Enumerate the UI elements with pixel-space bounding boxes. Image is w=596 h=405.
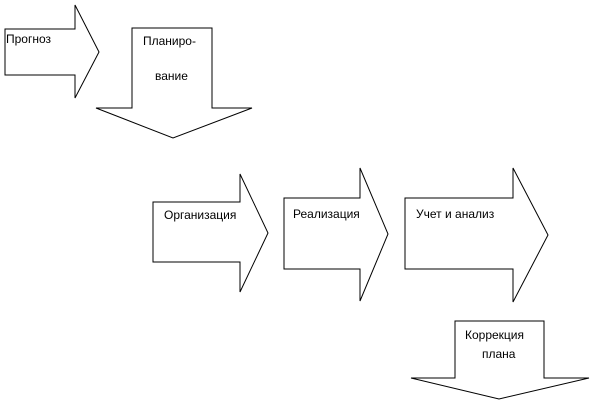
step-implementation: Реализация [283, 167, 389, 302]
right-arrow-shape [404, 167, 549, 303]
step-organization: Организация [152, 173, 269, 293]
down-arrow-shape [410, 320, 590, 400]
down-arrow-shape [95, 27, 253, 139]
step-correction-label-line2: плана [482, 347, 516, 361]
step-correction: Коррекция плана [410, 320, 590, 400]
step-planning: Планиро- вание [95, 27, 253, 139]
right-arrow-shape [4, 4, 100, 99]
step-accounting: Учет и анализ [404, 167, 549, 303]
step-accounting-label: Учет и анализ [416, 207, 495, 221]
right-arrow-shape [152, 173, 269, 293]
step-planning-label-line2: вание [155, 69, 188, 83]
right-arrow-shape [283, 167, 389, 302]
step-correction-label-line1: Коррекция [465, 328, 524, 342]
step-implementation-label: Реализация [293, 207, 360, 221]
step-organization-label: Организация [164, 208, 236, 222]
step-forecast: Прогноз [4, 4, 100, 99]
step-forecast-label: Прогноз [6, 32, 52, 46]
step-planning-label-line1: Планиро- [143, 34, 196, 48]
